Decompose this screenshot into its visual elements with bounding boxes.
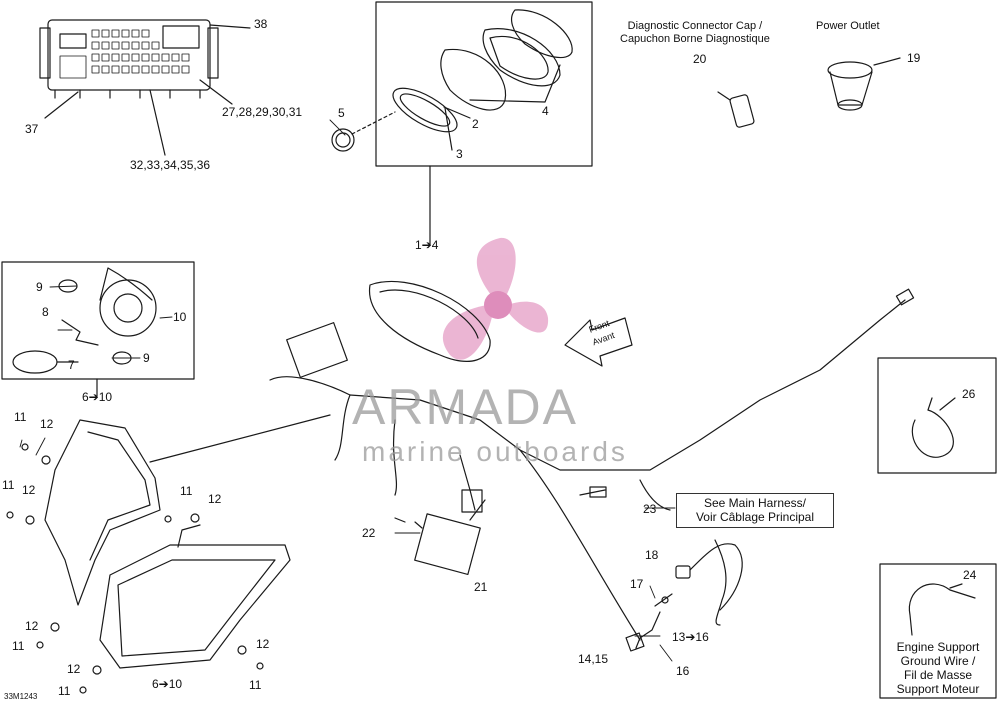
callout-9-bottom: 9 <box>143 351 150 365</box>
callout-11-d: 11 <box>12 639 25 653</box>
watermark-brand: ARMADA <box>352 379 578 435</box>
callout-32-36: 32,33,34,35,36 <box>130 158 211 172</box>
callout-11-f: 11 <box>58 684 71 698</box>
right-headlight-drawing <box>99 524 291 669</box>
callout-17: 17 <box>630 577 644 591</box>
callout-19: 19 <box>907 51 921 65</box>
headlight-kit-box-drawing <box>1 261 195 397</box>
callout-6-10-bottom: 6➔10 <box>152 677 183 691</box>
callout-13-16: 13➔16 <box>672 630 709 644</box>
callout-26: 26 <box>962 387 976 401</box>
callout-10: 10 <box>173 310 187 324</box>
callout-6-10-top: 6➔10 <box>82 390 113 404</box>
callout-3: 3 <box>456 147 463 161</box>
main-harness-reference-text: See Main Harness/ Voir Câblage Principal <box>695 496 815 524</box>
watermark-tagline: marine outboards <box>362 436 628 467</box>
callout-5: 5 <box>338 106 345 120</box>
main-gauge-drawing <box>369 280 491 362</box>
callout-27-31: 27,28,29,30,31 <box>222 105 303 119</box>
callout-11-e: 11 <box>249 678 262 692</box>
callout-7: 7 <box>68 358 75 372</box>
callout-14-15: 14,15 <box>578 652 609 666</box>
callout-4: 4 <box>542 104 549 118</box>
ground-wire-box-drawing <box>879 563 997 699</box>
callout-38: 38 <box>254 17 268 31</box>
callout-11-b: 11 <box>2 478 15 492</box>
callout-12-d: 12 <box>25 619 39 633</box>
front-arrow-icon <box>564 317 633 367</box>
clamp-box-drawing <box>877 357 997 474</box>
callout-11-c: 11 <box>180 484 193 498</box>
callout-9-top: 9 <box>36 280 43 294</box>
diagnostic-cap-drawing <box>717 91 755 128</box>
callout-23: 23 <box>643 502 657 516</box>
callout-11-a: 11 <box>14 410 27 424</box>
watermark-propeller-logo <box>442 237 549 360</box>
callout-21: 21 <box>474 580 488 594</box>
ground-wire-caption: Engine Support Ground Wire / Fil de Mass… <box>896 640 980 696</box>
reference-code: 33M1243 <box>4 692 38 701</box>
gauge-box-drawing <box>331 1 593 246</box>
callout-12-e: 12 <box>256 637 270 651</box>
callout-12-a: 12 <box>40 417 54 431</box>
callout-12-f: 12 <box>67 662 81 676</box>
lanyard-drawing <box>625 539 743 652</box>
main-harness-reference-box: See Main Harness/ Voir Câblage Principal <box>676 493 834 528</box>
callout-37: 37 <box>25 122 39 136</box>
callout-1-4: 1➔4 <box>415 238 439 252</box>
leader-lines <box>19 119 676 662</box>
callout-20: 20 <box>693 52 707 66</box>
wiring-harness-drawing <box>269 288 915 641</box>
left-headlight-drawing <box>44 414 331 606</box>
fasteners-drawing <box>6 443 423 694</box>
callout-12-b: 12 <box>22 483 36 497</box>
power-outlet-drawing <box>827 57 901 111</box>
callout-24: 24 <box>963 568 977 582</box>
callout-12-c: 12 <box>208 492 222 506</box>
callout-22: 22 <box>362 526 376 540</box>
power-outlet-note: Power Outlet <box>816 20 880 32</box>
callout-18: 18 <box>645 548 659 562</box>
control-module-drawing <box>39 19 251 156</box>
diagnostic-cap-note: Diagnostic Connector Cap / Capuchon Born… <box>620 20 770 45</box>
callout-8: 8 <box>42 305 49 319</box>
callout-2: 2 <box>472 117 479 131</box>
callout-16: 16 <box>676 664 690 678</box>
